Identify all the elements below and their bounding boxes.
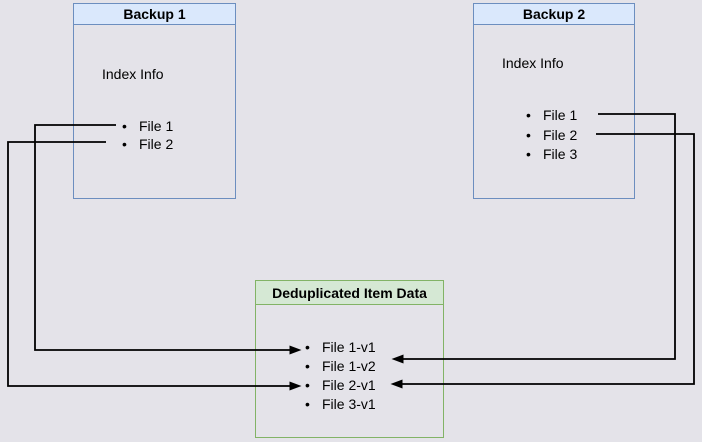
file-label: File 2 bbox=[139, 136, 174, 152]
file-list-item: • File 3-v1 bbox=[305, 395, 376, 414]
file-list-item: • File 1-v2 bbox=[305, 357, 376, 376]
file-label: File 1-v2 bbox=[322, 358, 376, 374]
file-label: File 1 bbox=[139, 118, 174, 134]
bullet-icon: • bbox=[305, 377, 310, 393]
backup1-title: Backup 1 bbox=[74, 4, 235, 25]
backup2-box: Backup 2 Index Info • File 1 • File 2 • File … bbox=[473, 3, 635, 199]
bullet-icon: • bbox=[122, 136, 127, 152]
bullet-icon: • bbox=[526, 146, 531, 162]
backup1-box: Backup 1 Index Info • File 1 • File 2 bbox=[73, 3, 236, 199]
file-list-item: • File 2-v1 bbox=[305, 376, 376, 395]
file-label: File 3 bbox=[543, 146, 578, 162]
deduplicated-item-data-box: Deduplicated Item Data • File 1-v1 • File 1… bbox=[255, 280, 444, 438]
bullet-icon: • bbox=[305, 396, 310, 412]
bullet-icon: • bbox=[122, 118, 127, 134]
file-label: File 2 bbox=[543, 126, 578, 143]
bullet-icon: • bbox=[526, 126, 531, 143]
file-label: File 1-v1 bbox=[322, 339, 376, 355]
file-label: File 2-v1 bbox=[322, 377, 376, 393]
backup1-file-list: • File 1 • File 2 bbox=[122, 117, 173, 153]
file-label: File 1 bbox=[543, 107, 578, 123]
file-label: File 3-v1 bbox=[322, 396, 376, 412]
backup2-file-list: • File 1 • File 2 • File 3 bbox=[526, 106, 577, 165]
dedup-file-list: • File 1-v1 • File 1-v2 • File 2-v1 • File 3-v1 bbox=[305, 338, 376, 414]
backup2-title: Backup 2 bbox=[474, 4, 634, 25]
file-list-item: • File 1 bbox=[526, 106, 577, 126]
bullet-icon: • bbox=[526, 107, 531, 123]
file-list-item: • File 2 bbox=[122, 135, 173, 153]
file-list-item: • File 1 bbox=[122, 117, 173, 135]
file-list-item: • File 1-v1 bbox=[305, 338, 376, 357]
backup2-index-info-label: Index Info bbox=[502, 55, 564, 71]
bullet-icon: • bbox=[305, 339, 310, 355]
file-list-item: • File 2 bbox=[526, 126, 577, 146]
file-list-item: • File 3 bbox=[526, 145, 577, 165]
bullet-icon: • bbox=[305, 358, 310, 374]
dedup-title: Deduplicated Item Data bbox=[256, 281, 443, 305]
backup1-index-info-label: Index Info bbox=[102, 66, 164, 82]
